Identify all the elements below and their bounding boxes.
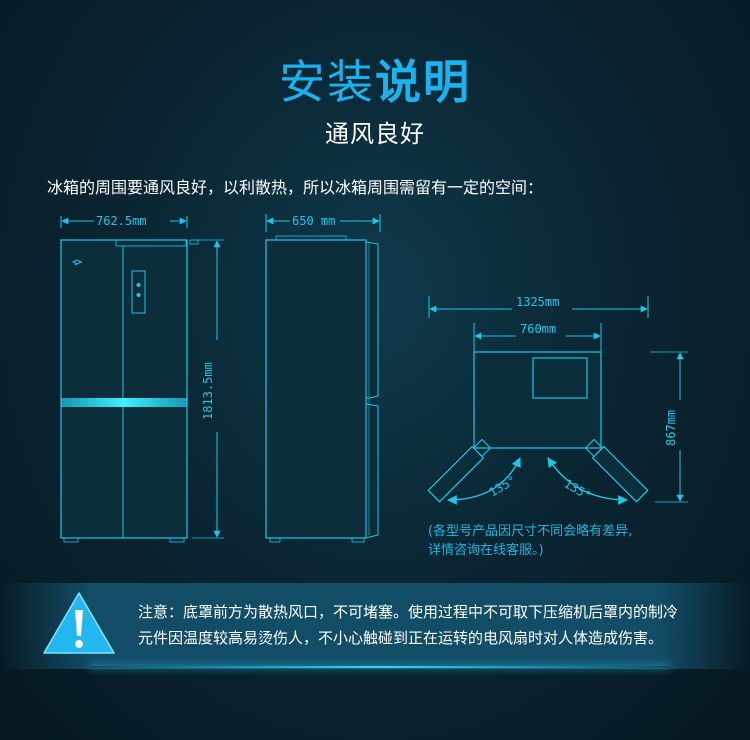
size-note: (各型号产品因尺寸不同会略有差异, 详情咨询在线客服。) [428, 522, 632, 560]
top-view: 1325mm 760mm 135° 135° 867mm [427, 295, 688, 505]
side-depth-label: 650 mm [292, 214, 335, 228]
left-angle-label: 135° [487, 473, 519, 500]
front-view: 762.5mm 1813.5mm [60, 214, 224, 543]
front-width-label: 762.5mm [96, 214, 147, 228]
top-outer-width-label: 1325mm [516, 295, 559, 309]
size-note-line2: 详情咨询在线客服。) [428, 543, 544, 558]
warning-line2: 元件因温度较高易烫伤人，不小心触碰到正在运转的电风扇时对人体造成伤害。 [138, 629, 664, 647]
right-angle-label: 135° [562, 476, 594, 503]
dimension-drawings: 762.5mm 1813.5mm 650 mm [60, 214, 688, 543]
size-note-line1: (各型号产品因尺寸不同会略有差异, [428, 524, 633, 539]
top-inner-width-label: 760mm [520, 322, 556, 336]
warning-glow-line [90, 666, 670, 668]
side-view: 650 mm [265, 214, 381, 543]
title-bold: 说明 [375, 55, 471, 109]
title-light: 安装 [279, 55, 375, 109]
intro-text: 冰箱的周围要通风良好，以利散热，所以冰箱周围需留有一定的空间： [47, 178, 544, 197]
warning-line1: 注意：底罩前方为散热风口，不可堵塞。使用过程中不可取下压缩机后罩内的制冷 [138, 603, 679, 621]
page-subtitle: 通风良好 [325, 120, 425, 148]
page-title: 安装说明 [0, 52, 750, 112]
warning-icon [43, 592, 115, 654]
top-depth-label: 867mm [664, 410, 678, 446]
warning-banner [0, 583, 750, 669]
warning-text: 注意：底罩前方为散热风口，不可堵塞。使用过程中不可取下压缩机后罩内的制冷 元件因… [138, 599, 678, 651]
front-height-label: 1813.5mm [201, 362, 215, 420]
